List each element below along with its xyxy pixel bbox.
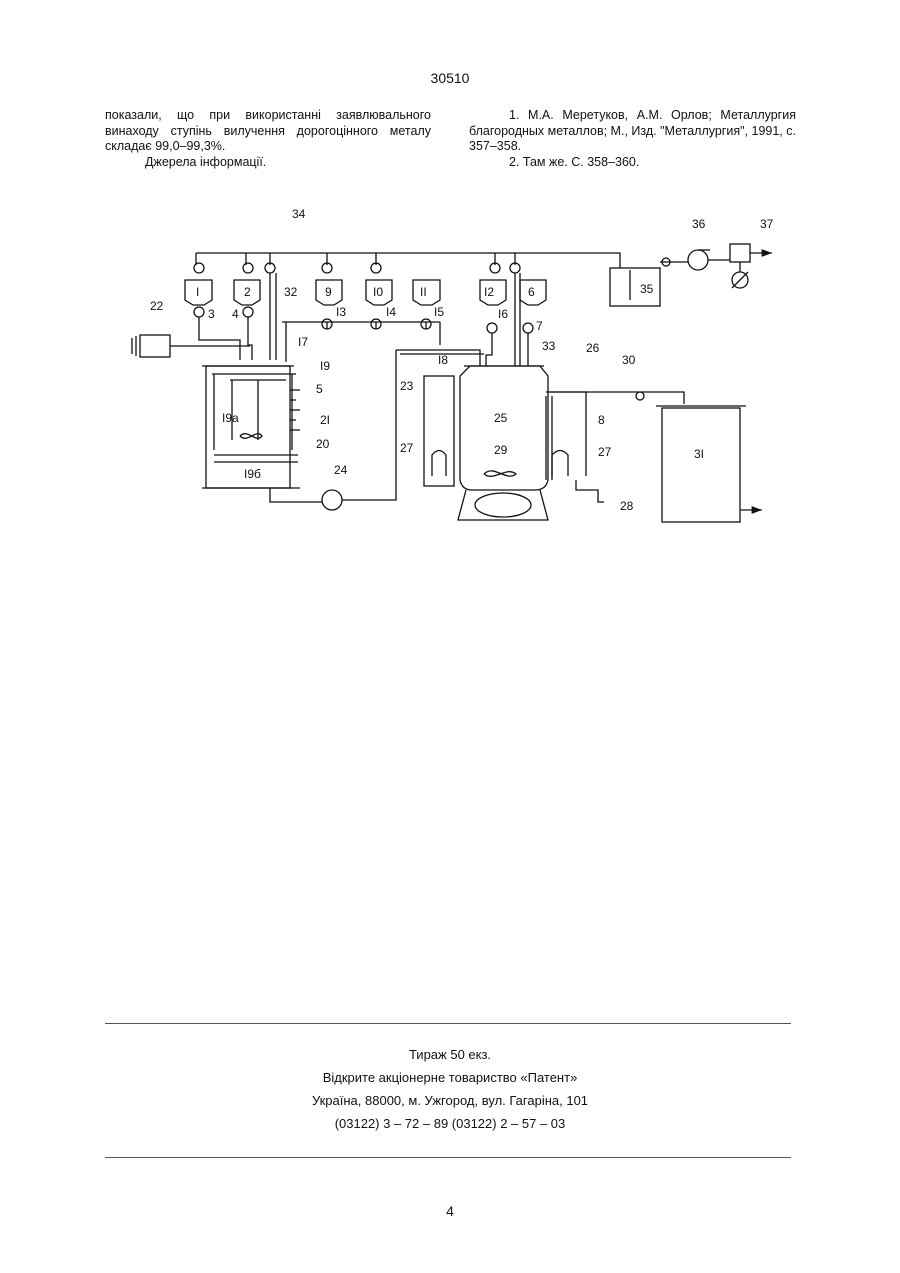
label-tank-1: I — [196, 285, 199, 299]
label-16: I6 — [498, 307, 508, 321]
label-34: 34 — [292, 207, 306, 221]
publisher: Відкрите акціонерне товариство «Патент» — [0, 1066, 900, 1089]
label-tank-11: II — [420, 285, 427, 299]
bottom-divider — [105, 1157, 791, 1158]
label-18: I8 — [438, 353, 448, 367]
page-number: 4 — [0, 1203, 900, 1219]
tank-31 — [662, 408, 740, 522]
label-25: 25 — [494, 411, 508, 425]
label-8: 8 — [598, 413, 605, 427]
label-26: 26 — [586, 341, 600, 355]
label-32: 32 — [284, 285, 298, 299]
top-divider — [105, 1023, 791, 1024]
unit-37 — [730, 244, 750, 262]
label-7: 7 — [536, 319, 543, 333]
label-14: I4 — [386, 305, 396, 319]
label-tank-9: 9 — [325, 285, 332, 299]
label-tank-2: 2 — [244, 285, 251, 299]
gas-line-34 — [196, 253, 620, 268]
label-31: 3I — [694, 447, 704, 461]
label-22: 22 — [150, 299, 164, 313]
label-19: I9 — [320, 359, 330, 373]
label-13: I3 — [336, 305, 346, 319]
label-28: 28 — [620, 499, 634, 513]
label-35: 35 — [640, 282, 654, 296]
label-33: 33 — [542, 339, 556, 353]
label-24: 24 — [334, 463, 348, 477]
label-5: 5 — [316, 382, 323, 396]
label-36: 36 — [692, 217, 706, 231]
label-tank-10: I0 — [373, 285, 383, 299]
vessel-25 — [460, 366, 548, 490]
label-17: I7 — [298, 335, 308, 349]
print-run: Тираж 50 екз. — [0, 1043, 900, 1066]
label-37: 37 — [760, 217, 774, 231]
pump-36 — [688, 250, 708, 270]
label-3: 3 — [208, 307, 215, 321]
label-29: 29 — [494, 443, 508, 457]
apparatus-diagram: 34 36 37 35 I 2 9 I0 II I2 6 3 4 32 I3 I… — [0, 0, 900, 600]
label-tank-6: 6 — [528, 285, 535, 299]
label-21: 2I — [320, 413, 330, 427]
label-19b: I9б — [244, 467, 261, 481]
motor-22 — [140, 335, 170, 357]
label-20: 20 — [316, 437, 330, 451]
colophon: Тираж 50 екз. Відкрите акціонерне товари… — [0, 1043, 900, 1135]
label-19a: I9а — [222, 411, 239, 425]
label-tank-12: I2 — [484, 285, 494, 299]
label-30: 30 — [622, 353, 636, 367]
label-27a: 27 — [400, 441, 414, 455]
pump-24 — [322, 490, 342, 510]
address: Україна, 88000, м. Ужгород, вул. Гагарін… — [0, 1089, 900, 1112]
label-27b: 27 — [598, 445, 612, 459]
label-15: I5 — [434, 305, 444, 319]
label-23: 23 — [400, 379, 414, 393]
phones: (03122) 3 – 72 – 89 (03122) 2 – 57 – 03 — [0, 1112, 900, 1135]
label-4: 4 — [232, 307, 239, 321]
